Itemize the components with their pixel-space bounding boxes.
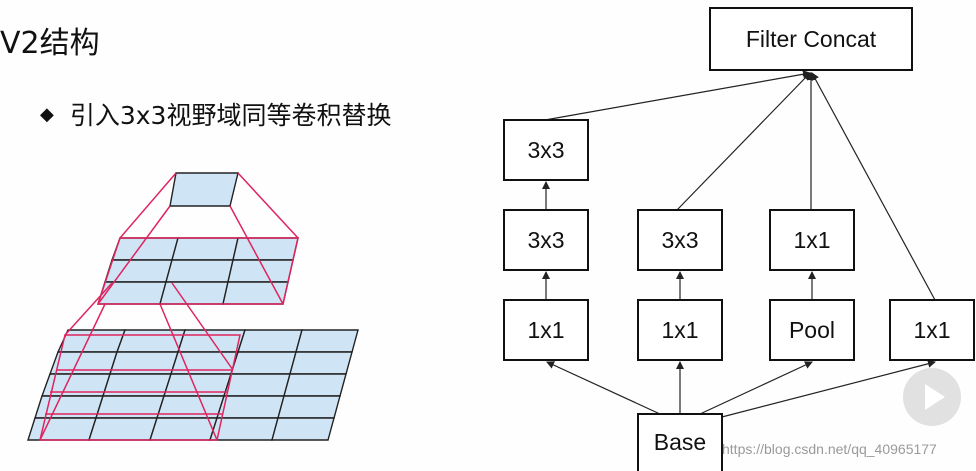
slide-title: V2结构 <box>0 26 100 61</box>
node-label: 3x3 <box>527 137 564 163</box>
node-label: Pool <box>789 317 835 343</box>
node-label: 1x1 <box>661 317 698 343</box>
node-label: 3x3 <box>661 227 698 253</box>
red-projection-lines <box>39 172 299 441</box>
middle-grid <box>97 237 299 305</box>
branch3-1x1: 1x1 <box>769 209 855 271</box>
branch1-3x3-top: 3x3 <box>503 119 589 181</box>
branch1-3x3-mid: 3x3 <box>503 209 589 271</box>
receptive-field-illustration <box>27 172 359 441</box>
filter-concat-label: Filter Concat <box>746 26 877 52</box>
watermark-text: https://blog.csdn.net/qq_40965177 <box>722 441 937 457</box>
bullet-text: 引入3x3视野域同等卷积替换 <box>69 101 392 130</box>
top-cell <box>169 172 239 207</box>
branch3-pool: Pool <box>769 299 855 361</box>
bottom-grid <box>27 329 359 441</box>
node-label: 1x1 <box>913 317 950 343</box>
base-label: Base <box>654 429 706 455</box>
play-icon[interactable] <box>903 368 961 426</box>
diamond-bullet-icon: ◆ <box>40 103 54 125</box>
filter-concat-node: Filter Concat <box>709 7 913 71</box>
branch2-1x1: 1x1 <box>637 299 723 361</box>
node-label: 3x3 <box>527 227 564 253</box>
branch4-1x1: 1x1 <box>889 299 975 361</box>
bullet-point: ◆ 引入3x3视野域同等卷积替换 <box>40 96 391 132</box>
node-label: 1x1 <box>527 317 564 343</box>
base-node: Base <box>637 413 723 471</box>
branch2-3x3: 3x3 <box>637 209 723 271</box>
inception-diagram: Filter Concat 3x3 3x3 1x1 3x3 1x1 1x1 <box>503 7 975 471</box>
node-label: 1x1 <box>793 227 830 253</box>
branch1-1x1: 1x1 <box>503 299 589 361</box>
